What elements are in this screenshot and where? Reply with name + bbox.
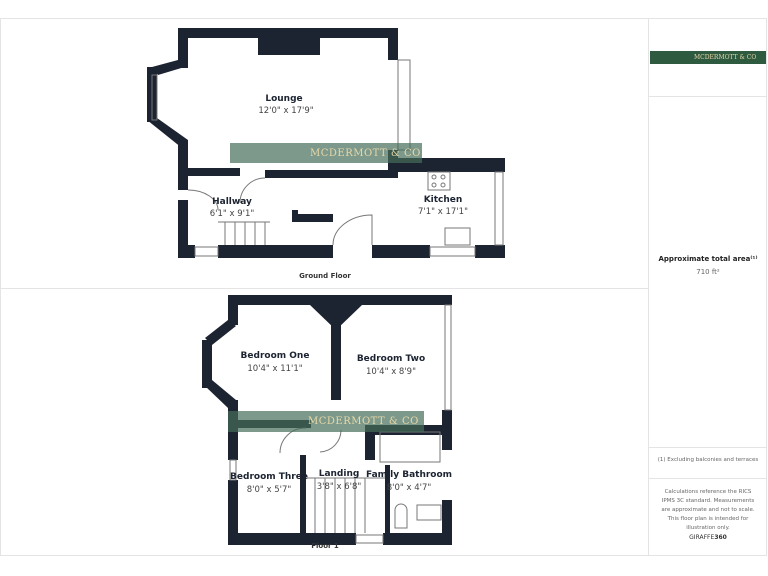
room-name-bedroom-one: Bedroom One <box>240 351 310 361</box>
sidebar-divider-3 <box>649 478 767 479</box>
watermark-name: MCDERMOTT & CO <box>308 416 419 427</box>
page-frame <box>0 18 767 556</box>
room-dims-family-bathroom: 8'0" x 4'7" <box>386 483 432 493</box>
floor-title-ground: Ground Floor <box>299 272 351 280</box>
credit-name: GIRAFFE <box>689 534 715 541</box>
watermark-name: MCDERMOTT & CO <box>310 147 421 159</box>
area-label: Approximate total area⁽¹⁾ <box>658 255 758 263</box>
watermark-first: MCDERMOTT & CO <box>228 411 424 432</box>
room-dims-kitchen: 7'1" x 17'1" <box>418 207 468 217</box>
sidebar-divider-2 <box>649 447 767 448</box>
sidebar-divider-1 <box>649 96 767 97</box>
watermark-ground: MCDERMOTT & CO <box>230 143 422 163</box>
room-name-family-bathroom: Family Bathroom <box>365 470 453 480</box>
room-dims-bedroom-three: 8'0" x 5'7" <box>246 485 292 495</box>
room-name-bedroom-three: Bedroom Three <box>230 472 308 482</box>
room-name-hallway: Hallway <box>212 197 252 207</box>
disclaimer: Calculations reference the RICS IPMS 3C … <box>661 489 755 531</box>
floor-title-first: Floor 1 <box>311 542 339 550</box>
room-dims-hallway: 6'1" x 9'1" <box>209 209 255 219</box>
room-dims-lounge: 12'0" x 17'9" <box>258 106 314 116</box>
room-dims-bedroom-two: 10'4" x 8'9" <box>366 367 416 377</box>
brand-logo: MCDERMOTT & CO <box>650 51 766 64</box>
area-value: 710 ft² <box>696 268 720 276</box>
room-dims-bedroom-one: 10'4" x 11'1" <box>247 364 303 374</box>
area-note: (1) Excluding balconies and terraces <box>657 457 759 463</box>
credit-number: 360 <box>714 534 727 541</box>
room-name-landing: Landing <box>318 469 360 479</box>
logo-name: MCDERMOTT & CO <box>694 54 757 61</box>
floor-divider <box>0 288 648 289</box>
room-name-bedroom-two: Bedroom Two <box>356 354 426 364</box>
room-name-lounge: Lounge <box>265 94 303 104</box>
room-dims-landing: 3'8" x 6'8" <box>316 482 362 492</box>
room-name-kitchen: Kitchen <box>423 195 463 205</box>
sidebar-divider <box>648 18 649 556</box>
credit: GIRAFFE360 <box>649 534 767 541</box>
